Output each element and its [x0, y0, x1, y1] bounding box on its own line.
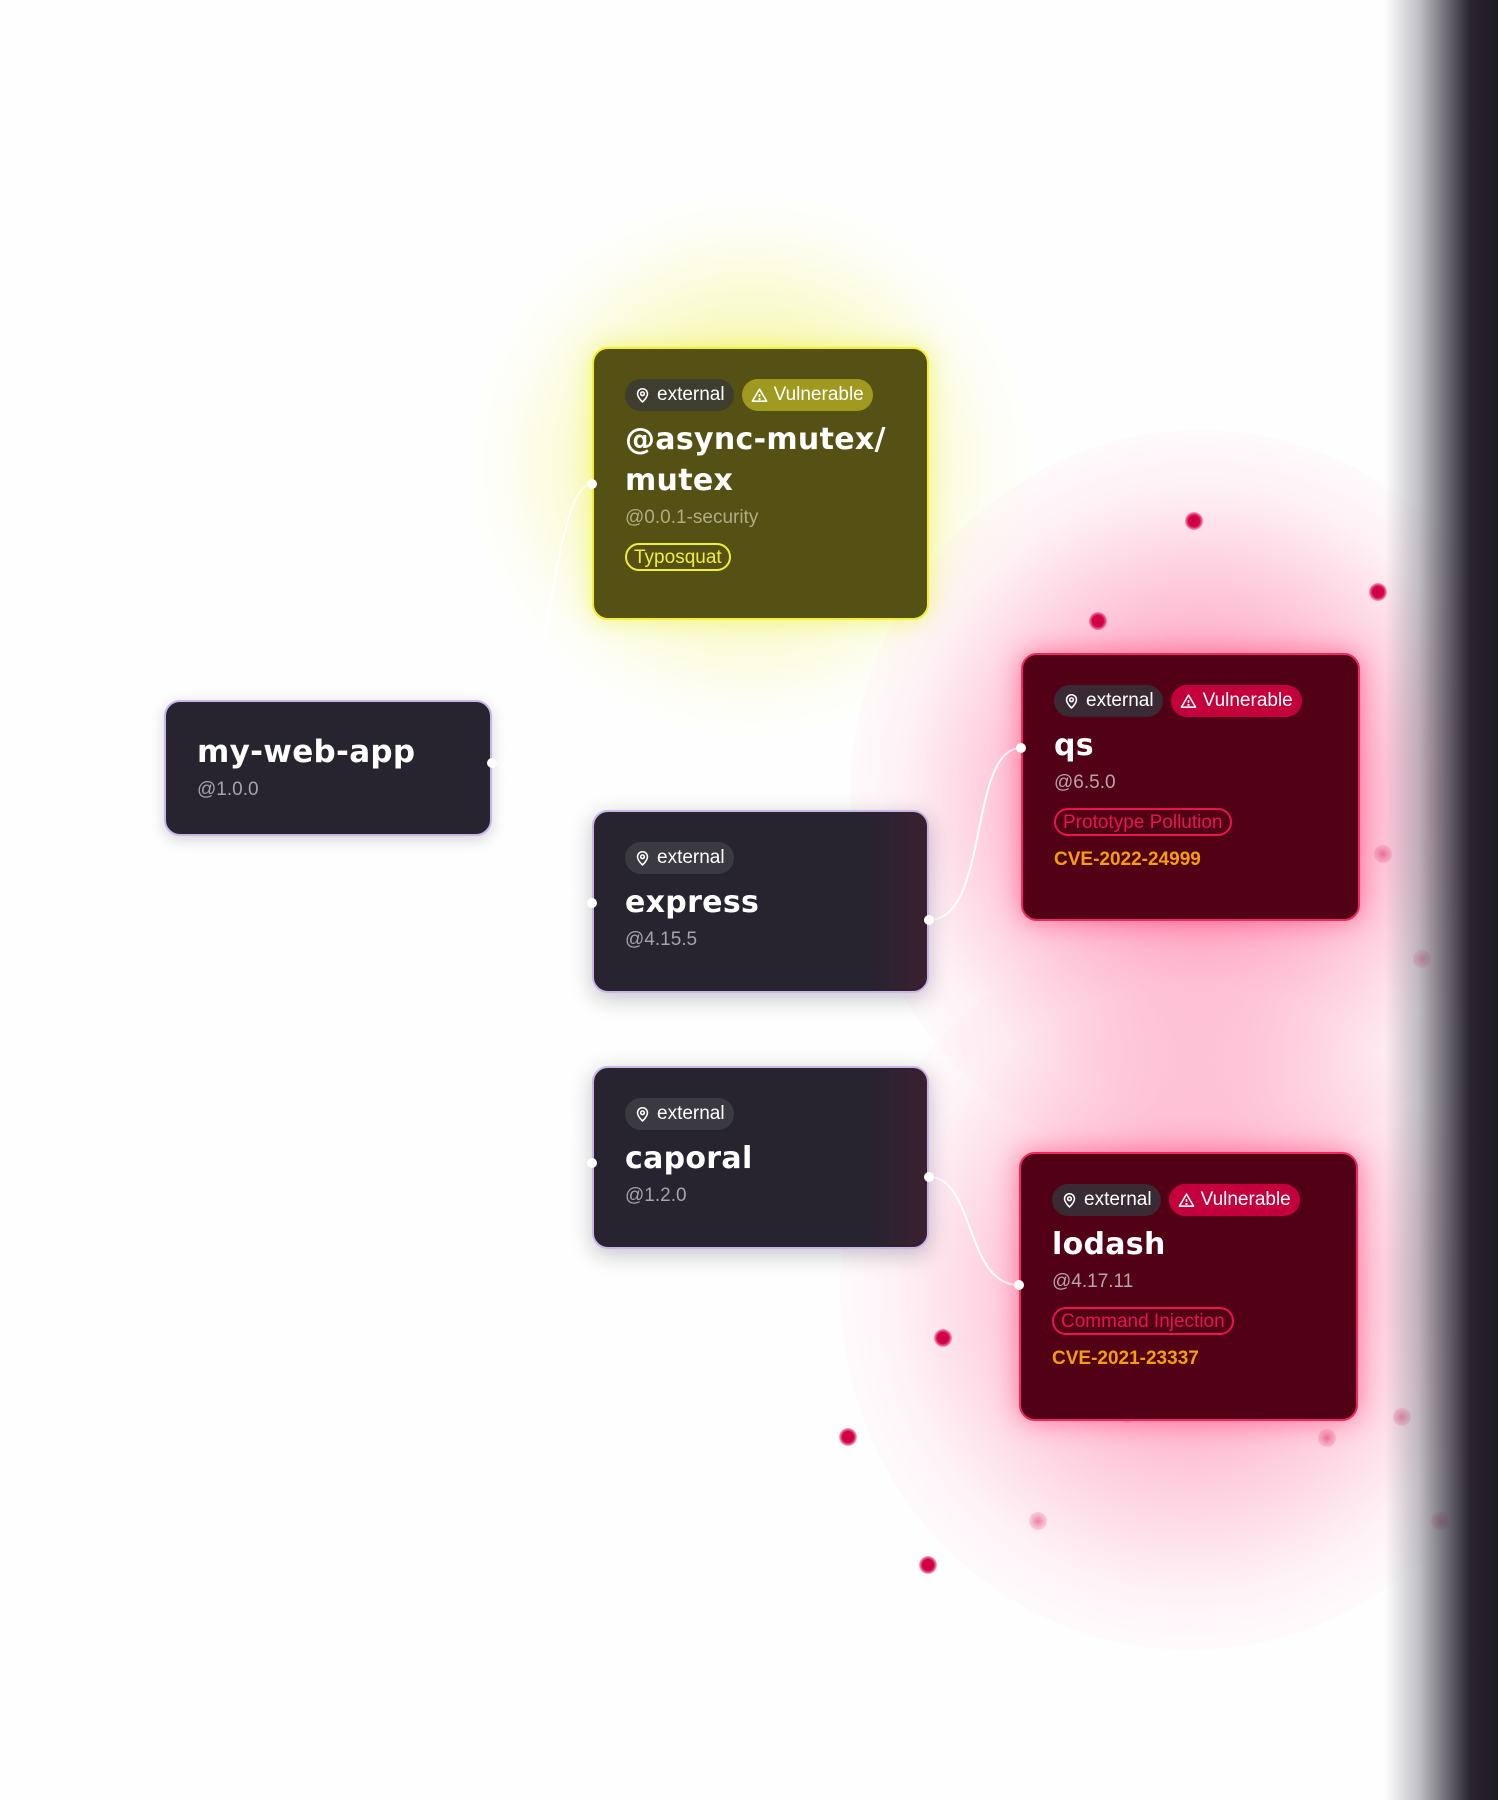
- node-caporal[interactable]: external caporal @1.2.0: [592, 1066, 929, 1249]
- package-version: @1.0.0: [197, 779, 259, 800]
- package-name-line: mutex: [625, 463, 734, 498]
- location-pin-icon: [636, 850, 649, 866]
- location-pin-icon: [1065, 693, 1078, 709]
- particle: [919, 1556, 937, 1574]
- external-badge-label: external: [657, 384, 725, 405]
- vulnerable-badge-label: Vulnerable: [1202, 690, 1293, 711]
- external-badge-label: external: [1084, 1189, 1152, 1210]
- package-name: caporal: [625, 1141, 753, 1176]
- package-name: my-web-app: [197, 734, 416, 770]
- package-version: @4.15.5: [625, 929, 698, 950]
- external-badge-label: external: [657, 847, 725, 868]
- cve-id[interactable]: CVE-2022-24999: [1054, 849, 1201, 870]
- particle: [1029, 1512, 1047, 1530]
- vulnerable-badge: Vulnerable: [741, 379, 873, 411]
- node-handle-target[interactable]: [587, 1158, 597, 1168]
- edge-caporal-lodash: [928, 1176, 1020, 1286]
- node-express[interactable]: external express @4.15.5: [592, 810, 929, 993]
- particle: [839, 1428, 857, 1446]
- external-badge: external: [625, 379, 734, 411]
- node-async-mutex[interactable]: external Vulnerable @async-mutex/ mutex …: [592, 347, 929, 620]
- external-badge: external: [1052, 1184, 1161, 1216]
- package-version: @6.5.0: [1054, 772, 1116, 793]
- package-name: @async-mutex/ mutex: [625, 419, 897, 501]
- risk-tag: Prototype Pollution: [1054, 808, 1232, 836]
- node-handle-target[interactable]: [587, 898, 597, 908]
- edge-root-caporal: [491, 762, 593, 1164]
- vulnerable-badge: Vulnerable: [1170, 685, 1302, 717]
- warning-triangle-icon: [1180, 693, 1196, 708]
- package-version: @0.0.1-security: [625, 507, 759, 528]
- location-pin-icon: [636, 1106, 649, 1122]
- node-qs[interactable]: external Vulnerable qs @6.5.0 Prototype …: [1021, 653, 1360, 921]
- node-handle-source[interactable]: [487, 758, 497, 768]
- node-handle-target[interactable]: [587, 479, 597, 489]
- package-version: @1.2.0: [625, 1185, 687, 1206]
- warning-triangle-icon: [751, 387, 767, 402]
- node-handle-target[interactable]: [1014, 1280, 1024, 1290]
- risk-tag: Typosquat: [625, 543, 731, 571]
- package-version: @4.17.11: [1052, 1271, 1134, 1292]
- location-pin-icon: [636, 387, 649, 403]
- particle: [1318, 1429, 1336, 1447]
- warning-triangle-icon: [1178, 1192, 1194, 1207]
- risk-tag: Command Injection: [1052, 1307, 1234, 1335]
- node-handle-target[interactable]: [1016, 743, 1026, 753]
- particle: [1369, 583, 1387, 601]
- node-handle-source[interactable]: [924, 915, 934, 925]
- external-badge-label: external: [657, 1103, 725, 1124]
- node-lodash[interactable]: external Vulnerable lodash @4.17.11 Comm…: [1019, 1152, 1358, 1421]
- side-panel-edge: [1385, 0, 1498, 1800]
- edge-express-qs: [928, 747, 1022, 921]
- external-badge: external: [1054, 685, 1163, 717]
- edge-root-mutex: [491, 483, 593, 764]
- node-my-web-app[interactable]: my-web-app @1.0.0: [164, 700, 492, 836]
- node-handle-source[interactable]: [924, 1172, 934, 1182]
- vulnerable-badge: Vulnerable: [1168, 1184, 1300, 1216]
- location-pin-icon: [1063, 1192, 1076, 1208]
- vulnerable-badge-label: Vulnerable: [1200, 1189, 1291, 1210]
- package-name: lodash: [1052, 1227, 1166, 1262]
- package-name-line: @async-mutex/: [625, 422, 886, 457]
- cve-id[interactable]: CVE-2021-23337: [1052, 1348, 1199, 1369]
- package-name: qs: [1054, 728, 1094, 763]
- external-badge: external: [625, 842, 734, 874]
- package-name: express: [625, 885, 760, 920]
- particle: [1185, 512, 1203, 530]
- particle: [1089, 612, 1107, 630]
- edge-root-express: [491, 762, 593, 904]
- external-badge: external: [625, 1098, 734, 1130]
- vulnerable-badge-label: Vulnerable: [773, 384, 864, 405]
- external-badge-label: external: [1086, 690, 1154, 711]
- particle: [934, 1329, 952, 1347]
